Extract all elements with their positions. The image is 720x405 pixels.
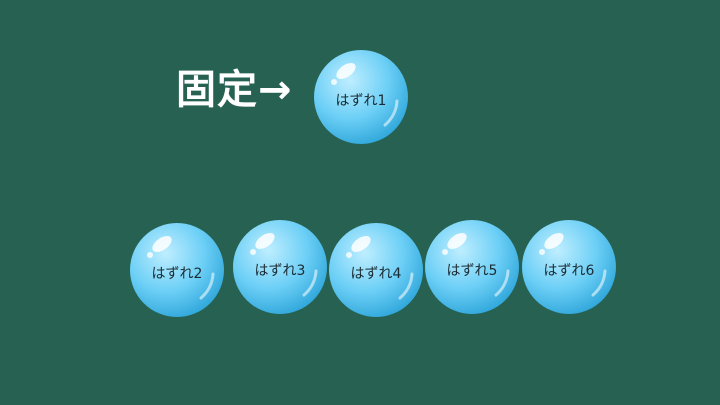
bubble-icon — [425, 220, 519, 314]
bubble-label: はずれ4 — [350, 266, 402, 282]
bubble-pinned[interactable]: はずれ1 — [313, 49, 409, 145]
fixed-indicator-label: 固定→ — [176, 67, 293, 113]
bubble[interactable]: はずれ2 — [129, 222, 225, 318]
bubble-label: はずれ1 — [335, 93, 387, 109]
bubble-icon — [314, 50, 408, 144]
bubble[interactable]: はずれ4 — [328, 222, 424, 318]
bubble-label: はずれ2 — [151, 266, 203, 282]
bubble-icon — [130, 223, 224, 317]
bubble[interactable]: はずれ6 — [521, 219, 617, 315]
bubble[interactable]: はずれ3 — [232, 219, 328, 315]
bubble-label: はずれ3 — [254, 263, 306, 279]
bubble[interactable]: はずれ5 — [424, 219, 520, 315]
bubble-icon — [329, 223, 423, 317]
bubble-icon — [233, 220, 327, 314]
bubble-label: はずれ5 — [446, 263, 498, 279]
bubble-label: はずれ6 — [543, 263, 595, 279]
bubble-icon — [522, 220, 616, 314]
